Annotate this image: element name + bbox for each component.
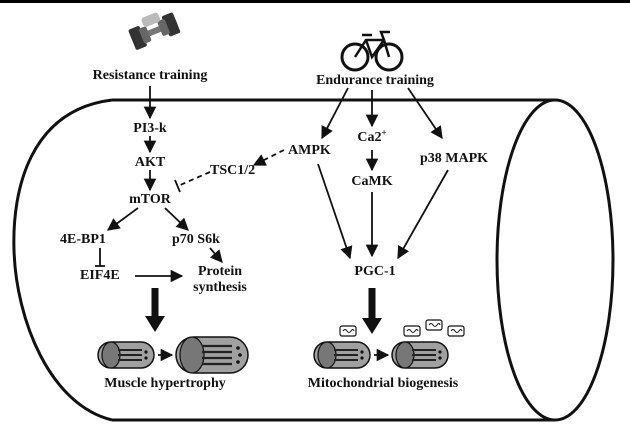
thick-arrows	[145, 288, 382, 334]
node-p70s6k: p70 S6k	[172, 232, 220, 247]
node-ca2-charge: +	[381, 127, 387, 138]
node-synthesis: synthesis	[193, 280, 247, 295]
node-eif4e: EIF4E	[80, 268, 120, 283]
inhibit-tsc-mtor	[177, 171, 211, 187]
fiber-large-right	[175, 336, 249, 374]
arrow-p70s6k-protein	[209, 247, 223, 263]
endurance-training-label: Endurance training	[316, 73, 434, 88]
node-tsc: TSC1/2	[210, 163, 256, 178]
fiber-mito-right	[391, 341, 449, 369]
fiber-mito-left	[313, 341, 371, 369]
arrow-mtor-4ebp1	[106, 207, 139, 231]
node-akt: AKT	[134, 155, 166, 170]
node-4ebp1: 4E-BP1	[60, 232, 106, 247]
inhibit-ampk-tsc	[252, 149, 285, 166]
arrow-p38-pgc1	[397, 169, 449, 260]
arrow-endurance-ampk	[321, 87, 349, 140]
muscle-cylinder	[12, 98, 615, 422]
node-camk: CaMK	[351, 174, 393, 189]
mitochondrion-icon	[339, 325, 357, 337]
node-pi3k: PI3-k	[133, 121, 167, 136]
outcome-hypertrophy: Muscle hypertrophy	[104, 376, 226, 391]
node-pgc1: PGC-1	[354, 264, 396, 279]
node-p38-mapk: p38 MAPK	[420, 151, 489, 166]
top-border	[0, 0, 630, 3]
endurance-arrows	[317, 87, 449, 260]
inhibit-tsc-mtor-bar	[174, 179, 181, 193]
node-protein: Protein	[197, 264, 243, 279]
resistance-arrows	[95, 86, 285, 283]
fiber-small-left	[97, 341, 155, 369]
arrow-endurance-p38	[407, 87, 443, 140]
node-ca2: Ca2+	[342, 127, 402, 146]
node-ca2-text: Ca2	[357, 130, 382, 145]
cylinder-right-end	[495, 98, 615, 422]
arrow-ampk-pgc1	[317, 163, 353, 260]
resistance-training-label: Resistance training	[92, 68, 208, 83]
bicycle-icon	[340, 30, 404, 72]
dumbbell-icon	[128, 12, 181, 50]
outcome-biogenesis: Mitochondrial biogenesis	[307, 376, 459, 391]
node-mtor: mTOR	[129, 192, 171, 207]
mitochondria-icons	[403, 319, 465, 337]
node-ampk: AMPK	[288, 143, 331, 158]
arrow-mtor-p70s6k	[164, 207, 189, 231]
cylinder-left-end	[12, 98, 113, 422]
